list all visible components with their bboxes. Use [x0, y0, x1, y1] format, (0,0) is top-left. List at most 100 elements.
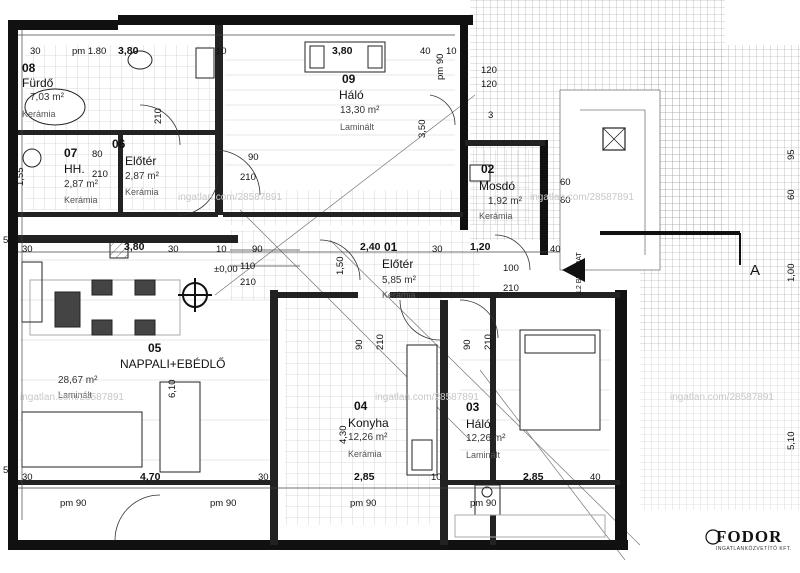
dim-label: 90 [354, 339, 365, 350]
dim-label: 60 [560, 177, 571, 188]
door-swings [114, 94, 531, 541]
dim-label: 60 [786, 189, 797, 200]
room-06-area: 2,87 m² [125, 171, 159, 182]
dim-label: 40 [590, 472, 601, 483]
room-05-name: NAPPALI+EBÉDLŐ [120, 357, 226, 371]
room-01-name: Előtér [382, 257, 414, 271]
logo-name: FODOR [716, 527, 783, 546]
room-06-name: Előtér [125, 154, 157, 168]
dim-label: 10 [431, 472, 442, 483]
tiled-floors [25, 45, 530, 525]
room-08-name: Fürdő [22, 76, 54, 90]
dim-label: 10 [446, 46, 457, 57]
dim-label: pm 90 [350, 498, 377, 509]
dim-label: 3,50 [417, 119, 428, 139]
room-02-number: 02 [481, 162, 495, 176]
dim-label: 30 [22, 244, 33, 255]
room-02-area: 1,92 m² [488, 196, 522, 207]
room-01-area: 5,85 m² [382, 275, 416, 286]
dim-label: 210 [503, 283, 519, 294]
room-03-number: 03 [466, 400, 480, 414]
dim-label: 1,55 [15, 167, 26, 187]
room-04-finish: Kerámia [348, 449, 382, 459]
dim-label: 210 [153, 108, 164, 124]
room-01-finish: Kerámia [382, 290, 416, 300]
dim-label: 10 [216, 244, 227, 255]
dim-label: 40 [420, 46, 431, 57]
dim-label: 2,40 [360, 241, 381, 253]
room-09-finish: Laminált [340, 122, 375, 132]
room-07-name: HH. [64, 162, 85, 176]
dim-label: 5 [3, 465, 9, 476]
section-mark: A [750, 262, 761, 279]
dim-label: 10 [216, 46, 227, 57]
dim-label: 90 [252, 244, 263, 255]
room-08-area: 7,03 m² [30, 92, 64, 103]
dim-label: 110 [240, 261, 256, 272]
dim-label: 90 [248, 152, 259, 163]
interior-walls [18, 25, 620, 545]
dim-label: pm 90 [435, 53, 446, 80]
watermark: ingatlan.com/28587891 [530, 192, 634, 203]
room-03-name: Háló [466, 417, 491, 431]
dim-label: pm 90 [60, 498, 87, 509]
room-08-number: 08 [22, 61, 36, 75]
room-07-finish: Kerámia [64, 195, 98, 205]
dim-label: 210 [92, 169, 108, 180]
room-07-area: 2,87 m² [64, 179, 98, 190]
dim-label: 3,80 [124, 241, 145, 253]
dim-label: 80 [92, 149, 103, 160]
dim-label: 5 [3, 235, 9, 246]
logo-emblem [705, 529, 721, 545]
dim-label: 1,00 [786, 263, 797, 283]
dimension-lines [18, 30, 615, 520]
dim-label: 30 [432, 244, 443, 255]
room-05-area: 28,67 m² [58, 375, 98, 386]
dim-label: 40 [550, 244, 561, 255]
watermark: ingatlan.com/28587891 [375, 392, 479, 403]
room-05-number: 05 [148, 341, 162, 355]
watermark: ingatlan.com/28587891 [20, 392, 124, 403]
room-09-name: Háló [339, 88, 364, 102]
watermark: ingatlan.com/28587891 [178, 192, 282, 203]
roof-area [470, 0, 800, 510]
room-03-finish: Laminált [466, 450, 501, 460]
dim-label: 210 [240, 172, 256, 183]
dim-label: pm 1.80 [72, 46, 107, 57]
watermark: ingatlan.com/28587891 [670, 392, 774, 403]
dim-label: 120 [481, 65, 497, 76]
dim-label: 100 [503, 263, 519, 274]
dim-label: pm 90 [470, 498, 497, 509]
dim-label: 30 [168, 244, 179, 255]
dim-label: 2,85 [354, 471, 375, 483]
entrance-label: L2 BEJÁRAT [576, 252, 583, 293]
dim-label: 3,80 [118, 45, 139, 57]
dim-label: 120 [481, 79, 497, 90]
dim-label: 30 [258, 472, 269, 483]
room-06-number: 06 [112, 137, 126, 151]
entrance-marker [562, 231, 741, 282]
dim-label: pm 90 [210, 498, 237, 509]
room-05-finish: Laminált [58, 390, 93, 400]
dim-label: 95 [786, 149, 797, 160]
room-09-area: 13,30 m² [340, 105, 380, 116]
dim-label: 1,20 [470, 241, 491, 253]
dim-label: 4,30 [338, 425, 349, 445]
dim-label: 210 [375, 334, 386, 350]
room-04-number: 04 [354, 399, 368, 413]
dim-label: 5,10 [786, 431, 797, 451]
fixtures [21, 41, 606, 538]
room-04-name: Konyha [348, 416, 389, 430]
room-04-area: 12,26 m² [348, 432, 388, 443]
dim-label: 210 [240, 277, 256, 288]
dim-label: 4,70 [140, 471, 161, 483]
level-label: ±0,00 [214, 264, 238, 275]
dim-label: 2,85 [523, 471, 544, 483]
dim-label: 210 [483, 334, 494, 350]
dim-label: 30 [22, 472, 33, 483]
dim-label: 60 [560, 195, 571, 206]
room-09-number: 09 [342, 72, 356, 86]
dim-label: 3 [488, 110, 494, 121]
dim-label: 30 [30, 46, 41, 57]
